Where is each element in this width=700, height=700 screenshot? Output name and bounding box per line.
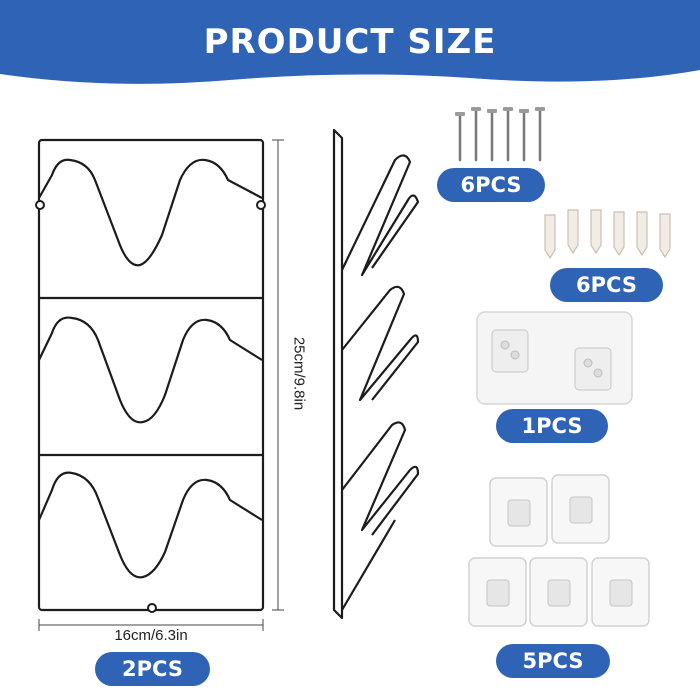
anchors-quantity-badge: 6PCS	[550, 268, 663, 302]
rack-quantity-badge: 2PCS	[95, 652, 210, 686]
header-banner	[0, 0, 700, 84]
adhesive-plate-quantity-badge: 1PCS	[496, 409, 608, 443]
page-title: PRODUCT SIZE	[203, 22, 497, 62]
adhesive-hooks-quantity-badge: 5PCS	[496, 644, 610, 678]
screws-quantity-badge: 6PCS	[437, 168, 545, 202]
width-label: 16cm/6.3in	[114, 627, 188, 644]
